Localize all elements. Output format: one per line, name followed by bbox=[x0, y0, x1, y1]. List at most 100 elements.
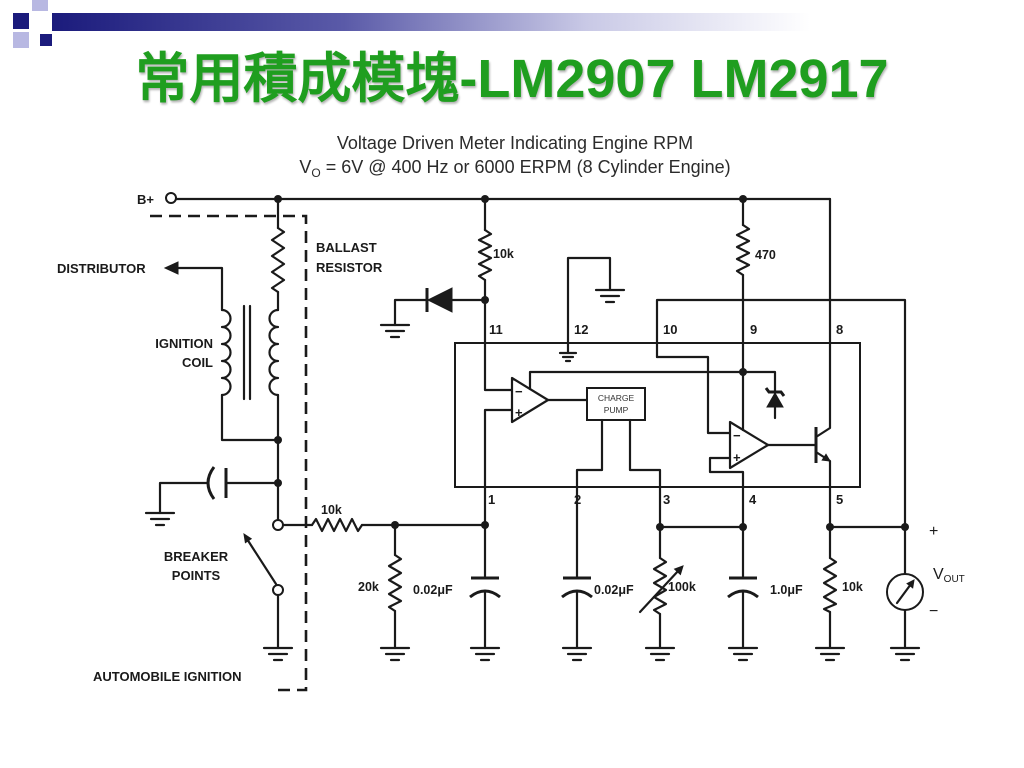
junction-dot bbox=[274, 195, 282, 203]
wire bbox=[566, 256, 612, 355]
pin5-resistor bbox=[814, 556, 846, 662]
ignition-coil-label-line1: IGNITION bbox=[155, 336, 213, 351]
breaker-contact-top bbox=[272, 519, 284, 531]
pump-to-pin3-wire bbox=[628, 418, 662, 560]
ground-icon bbox=[727, 646, 759, 662]
junction-dot bbox=[739, 195, 747, 203]
pin9-resistor bbox=[735, 197, 751, 432]
breaker-arm bbox=[245, 537, 278, 586]
opamp-plus-sign: + bbox=[733, 450, 741, 465]
pin-label-bottom: 5 bbox=[836, 492, 843, 507]
subheading-condition: = 6V @ 400 Hz or 6000 ERPM (8 Cylinder E… bbox=[321, 157, 731, 177]
vout-label: VOUT bbox=[933, 566, 965, 585]
meter-needle-arrow-icon bbox=[906, 579, 915, 589]
pin3-potentiometer bbox=[638, 556, 684, 662]
resistor-zigzag bbox=[387, 553, 403, 613]
vo-symbol: V bbox=[299, 157, 311, 177]
ground-icon bbox=[594, 288, 626, 304]
emitter-arrow-icon bbox=[821, 453, 831, 462]
clamp-diode bbox=[379, 287, 487, 339]
pin4-capacitor bbox=[727, 576, 759, 662]
ballast-label-line1: BALLAST bbox=[316, 240, 377, 255]
distributor-label: DISTRIBUTOR bbox=[57, 261, 146, 276]
emitter-wire bbox=[814, 450, 832, 560]
input-resistor bbox=[281, 517, 487, 533]
junction-dot bbox=[274, 479, 282, 487]
junction-dot bbox=[274, 436, 282, 444]
output-opamp bbox=[728, 420, 770, 470]
ground-icon bbox=[814, 646, 846, 662]
decor-square-dark bbox=[13, 13, 29, 29]
breaker-points bbox=[243, 519, 294, 662]
wire bbox=[741, 370, 777, 394]
ballast-resistor bbox=[270, 197, 286, 312]
pin10-wire bbox=[655, 298, 907, 576]
adjust-arrow-icon bbox=[673, 565, 684, 576]
charge-pump-label-line2: PUMP bbox=[604, 405, 629, 415]
ground-icon bbox=[558, 351, 578, 363]
output-plus-label: + bbox=[929, 523, 938, 540]
zener-diode bbox=[741, 370, 786, 420]
vo-subscript: O bbox=[311, 166, 320, 180]
junction-dots bbox=[274, 195, 909, 531]
junction-dot bbox=[391, 521, 399, 529]
junction-dot bbox=[826, 523, 834, 531]
output-meter bbox=[886, 573, 924, 662]
pin-label-top: 11 bbox=[489, 322, 503, 337]
pump-to-pin2-wire bbox=[575, 418, 604, 580]
wire bbox=[483, 278, 514, 392]
breaker-arm-arrow-icon bbox=[243, 532, 253, 544]
pin3-potentiometer-value: 100k bbox=[668, 580, 696, 594]
b-plus-terminal bbox=[165, 192, 177, 204]
automobile-ignition-label: AUTOMOBILE IGNITION bbox=[93, 669, 242, 684]
charge-pump-block bbox=[586, 387, 646, 421]
collector-wire bbox=[814, 197, 832, 439]
resistor-zigzag bbox=[652, 556, 668, 616]
junction-dot bbox=[901, 523, 909, 531]
comparator-minus-sign: − bbox=[515, 384, 523, 399]
automobile-ignition-boundary bbox=[150, 214, 308, 692]
pin-label-top: 9 bbox=[750, 322, 757, 337]
junction-dot bbox=[739, 368, 747, 376]
resistor-zigzag bbox=[822, 556, 838, 614]
pin2-capacitor bbox=[561, 576, 593, 662]
output-minus-label: − bbox=[929, 603, 938, 620]
ground-icon bbox=[262, 646, 294, 662]
pin1-resistor bbox=[379, 523, 411, 662]
ignition-coil bbox=[220, 304, 280, 401]
diagram-subheading: VO = 6V @ 400 Hz or 6000 ERPM (8 Cylinde… bbox=[299, 157, 730, 180]
pin1-resistor-value: 20k bbox=[358, 580, 379, 594]
diagram-heading: Voltage Driven Meter Indicating Engine R… bbox=[337, 133, 693, 153]
adjust-arrow-line bbox=[638, 568, 681, 614]
header-gradient-bar bbox=[52, 13, 1024, 31]
pin5-resistor-value: 10k bbox=[842, 580, 863, 594]
output-transistor bbox=[814, 197, 832, 560]
slide-title: 常用積成模塊-LM2907 LM2917 bbox=[135, 49, 889, 109]
ignition-capacitor bbox=[144, 466, 280, 527]
pin10-to-opamp-wire bbox=[655, 355, 732, 435]
pin11-resistor bbox=[477, 197, 514, 392]
resistor-zigzag bbox=[477, 228, 493, 282]
pin1-capacitor-value: 0.02μF bbox=[413, 583, 453, 597]
junction-dot bbox=[481, 521, 489, 529]
pin-label-top: 8 bbox=[836, 322, 843, 337]
ground-icon bbox=[379, 646, 411, 662]
diode-icon bbox=[426, 287, 453, 313]
ground-icon bbox=[561, 646, 593, 662]
pin-label-bottom: 3 bbox=[663, 492, 670, 507]
ground-icon bbox=[379, 323, 411, 339]
charge-pump-label-line1: CHARGE bbox=[598, 393, 635, 403]
ballast-label-line2: RESISTOR bbox=[316, 260, 383, 275]
junction-dot bbox=[481, 296, 489, 304]
pin-label-top: 10 bbox=[663, 322, 677, 337]
ground-icon bbox=[889, 646, 921, 662]
resistor-zigzag bbox=[270, 226, 286, 294]
vout-subscript: OUT bbox=[944, 574, 965, 585]
junction-dot bbox=[481, 195, 489, 203]
wire bbox=[158, 481, 210, 515]
junction-dot bbox=[656, 523, 664, 531]
secondary-winding bbox=[268, 308, 280, 397]
decor-square-light bbox=[13, 32, 29, 48]
